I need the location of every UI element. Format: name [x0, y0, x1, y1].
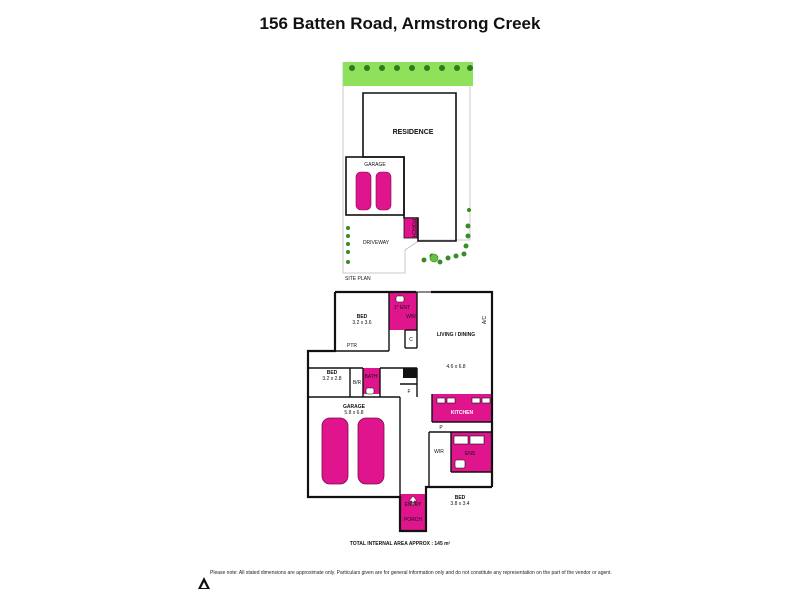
bed2-label: BED	[327, 370, 338, 376]
ensuite-label: 1° ENT	[394, 305, 410, 311]
entry-arrow-icon	[408, 495, 418, 506]
car-icon	[321, 417, 385, 485]
fixtures	[365, 295, 491, 469]
bed3-label: BED	[455, 495, 466, 501]
br-label: B/R	[353, 380, 362, 386]
shrubs	[346, 208, 471, 265]
linen-label: C	[409, 337, 413, 343]
page-title: 156 Batten Road, Armstrong Creek	[259, 14, 541, 33]
car-icon	[355, 171, 392, 211]
lawn-strip	[343, 62, 473, 86]
residence-label: RESIDENCE	[393, 129, 434, 136]
pantry-label: F	[407, 389, 410, 395]
kitchen-label: KITCHEN	[451, 410, 474, 416]
total-area-label: TOTAL INTERNAL AREA APPROX : 145 m²	[350, 541, 451, 547]
floor-plan: BED 3.2 x 3.6 1° ENT WIR C PTR LIVING / …	[306, 290, 494, 547]
garage-label: GARAGE	[343, 404, 366, 410]
driveway-label: DRIVEWAY	[363, 240, 390, 246]
site-garage	[345, 156, 405, 216]
bed2-size: 3.2 x 2.8	[322, 376, 341, 382]
living-label: LIVING / DINING	[437, 332, 475, 338]
entry-label: ENTRY	[405, 502, 423, 508]
service-block	[403, 368, 417, 378]
interior-walls	[308, 292, 492, 497]
bed3-size: 3.8 x 3.4	[450, 501, 469, 507]
agency-logo-icon	[198, 577, 210, 589]
site-plan-caption: SITE PLAN	[345, 276, 371, 282]
wir-label: WIR	[434, 449, 444, 455]
garage-size: 5.8 x 6.8	[344, 410, 363, 416]
disclaimer-text: Please note: All stated dimensions are a…	[210, 570, 612, 576]
living-size: 4.6 x 6.8	[446, 364, 465, 370]
ens-label: ENS	[465, 451, 476, 457]
ac-label: A/C	[482, 315, 488, 324]
wir-top-label: WIR	[406, 314, 416, 320]
porch-label: PORCH	[404, 517, 422, 523]
trees-row	[349, 65, 473, 71]
ptr-label: PTR	[347, 343, 357, 349]
site-plan: RESIDENCE GARAGE PORCH DRIVEWAY SITE PLA…	[342, 62, 473, 282]
bath-label: BATH	[365, 374, 378, 380]
site-porch-label: PORCH	[410, 219, 416, 237]
bed1-size: 3.2 x 3.6	[352, 320, 371, 326]
fridge-label: P	[439, 425, 443, 431]
bed1-label: BED	[357, 314, 368, 320]
site-porch	[403, 217, 418, 239]
site-garage-label: GARAGE	[364, 162, 386, 168]
